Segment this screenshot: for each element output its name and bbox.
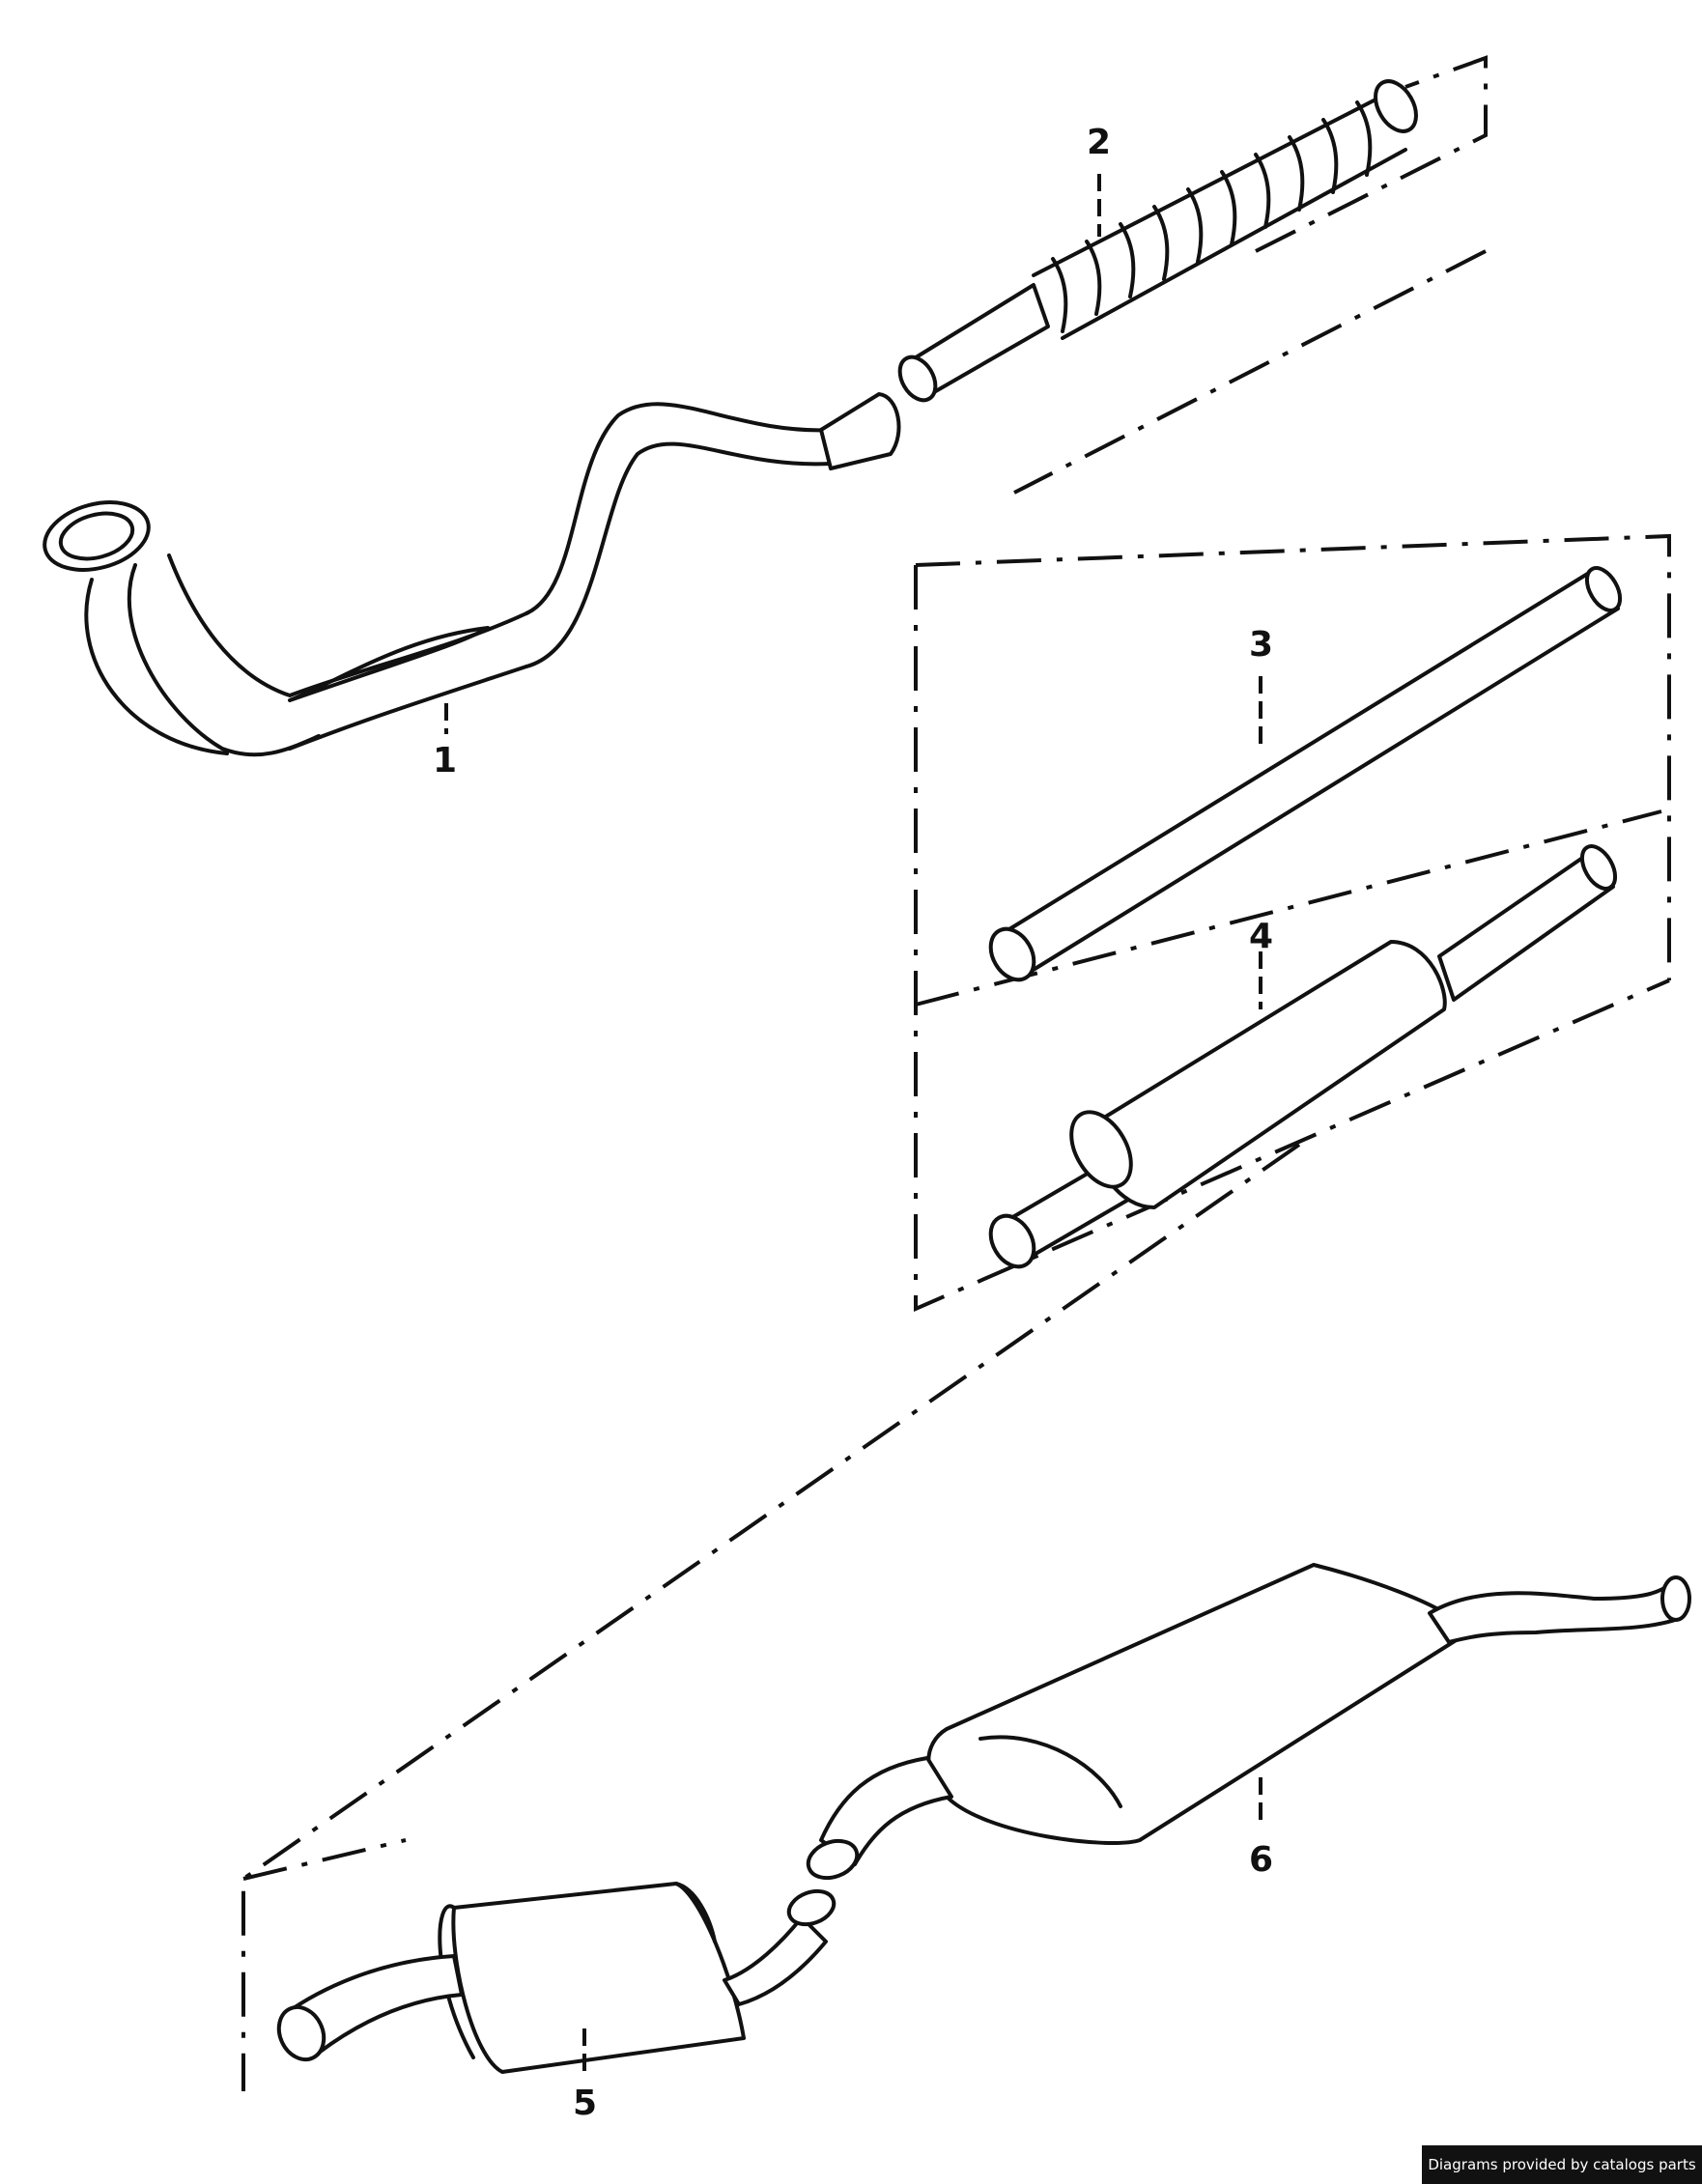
part-label-6: 6	[1249, 1840, 1274, 1880]
credit-badge: Diagrams provided by catalogs parts	[1422, 2145, 1702, 2184]
part-label-4: 4	[1249, 917, 1274, 956]
part-label-1: 1	[433, 741, 458, 780]
assembly-dashdot-lines	[241, 55, 1671, 2091]
part-2-flex-pipe	[897, 79, 1418, 403]
part-label-5: 5	[573, 2084, 598, 2123]
part-1-front-pipe	[43, 392, 901, 757]
part-label-2: 2	[1087, 123, 1112, 162]
part-5-rear-muffler	[276, 1882, 837, 2074]
part-4-center-muffler	[988, 844, 1618, 1269]
part-3-straight-pipe	[988, 566, 1623, 982]
leader-lines	[444, 174, 1262, 2072]
part-6-muffler	[806, 1563, 1691, 1881]
part-label-3: 3	[1249, 625, 1274, 665]
